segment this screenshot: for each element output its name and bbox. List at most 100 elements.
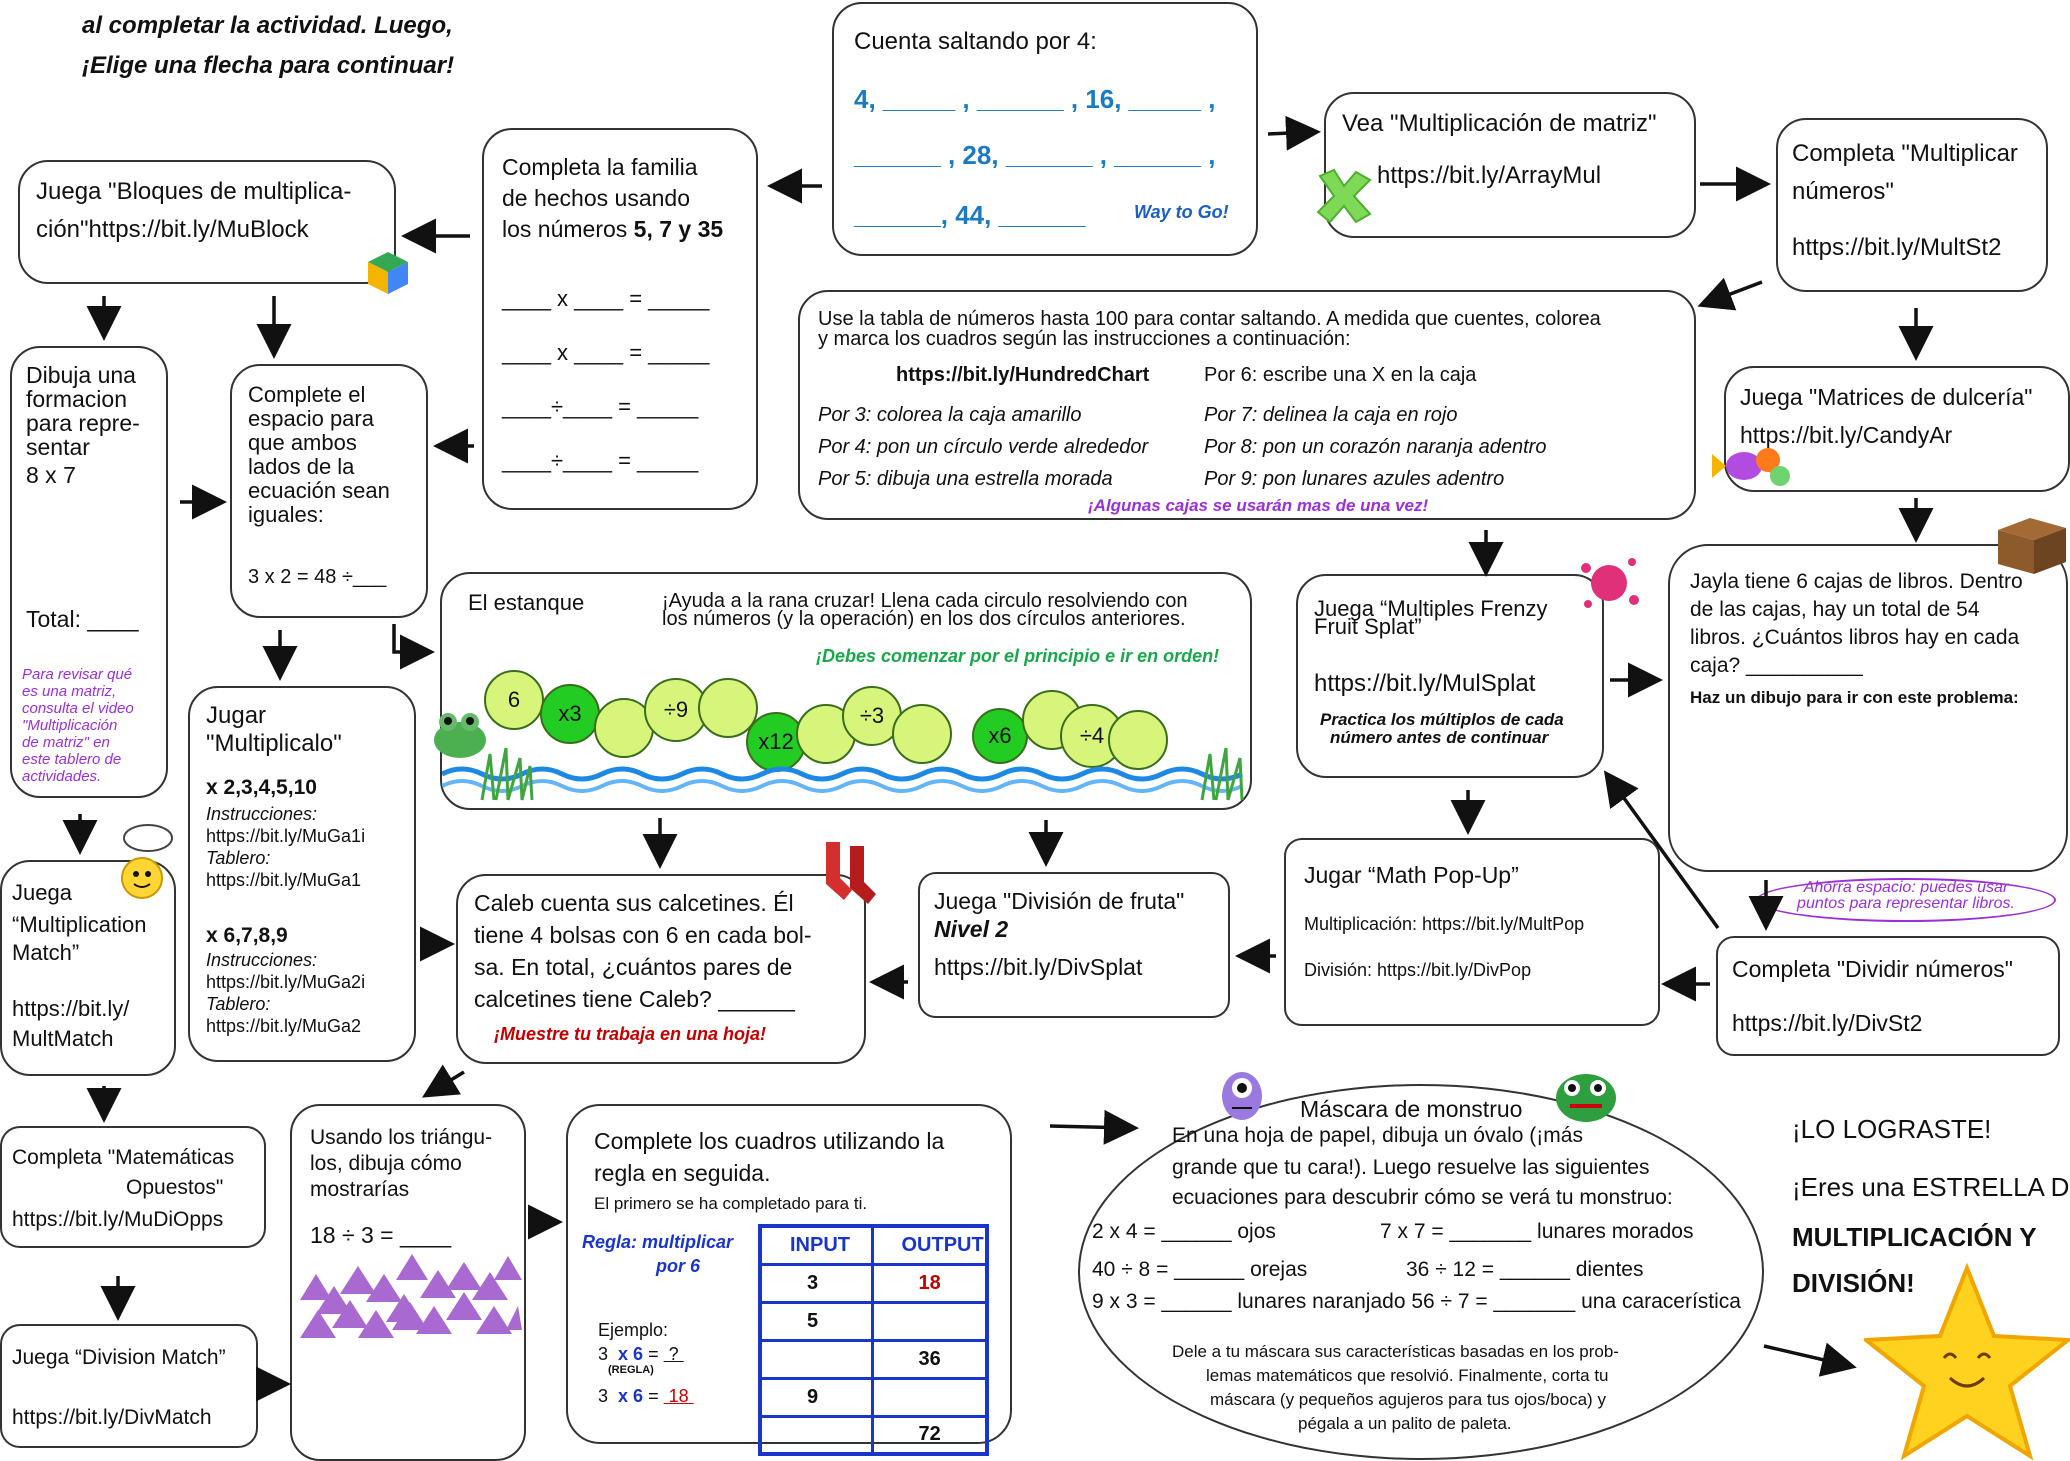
hundred-by-9: Por 9: pon lunares azules adentro — [1204, 468, 1505, 490]
fruit-division-link[interactable]: https://bit.ly/DivSplat — [934, 954, 1143, 980]
opposites-link[interactable]: https://bit.ly/MuDiOpps — [12, 1208, 224, 1231]
pond-instruction-1: ¡Ayuda a la rana cruzar! Llena cada circ… — [662, 590, 1188, 612]
multiplicalo-board-link-2[interactable]: https://bit.ly/MuGa2 — [206, 1016, 362, 1036]
multiplicalo-instructions-label: Instrucciones: — [206, 950, 318, 970]
frenzy-note-1: Practica los múltiplos de cada — [1320, 710, 1564, 729]
multiply-numbers-card: Completa "Multiplicar números" https://b… — [1776, 118, 2048, 292]
fact-family-eq-4: ____÷____ = _____ — [502, 448, 699, 473]
pond-circle-2: x3 — [540, 684, 600, 744]
candy-link[interactable]: https://bit.ly/CandyAr — [1740, 422, 1953, 448]
rule-regla-label: (REGLA) — [608, 1364, 654, 1376]
frog-icon — [434, 713, 486, 758]
div-match-link[interactable]: https://bit.ly/DivMatch — [12, 1406, 212, 1429]
io-cell: 5 — [758, 1300, 874, 1342]
array-video-title: Vea "Multiplicación de matriz" — [1342, 110, 1657, 137]
equation-expression: 3 x 2 = 48 ÷___ — [248, 566, 387, 588]
monster-p3: máscara (y pequeños agujeros para tus oj… — [1210, 1390, 1606, 1409]
multiplicalo-instructions-link-1[interactable]: https://bit.ly/MuGa1i — [206, 826, 366, 846]
water-waves — [442, 766, 1244, 793]
rule-l3: El primero se ha completado para ti. — [594, 1194, 868, 1213]
box-icon — [1998, 518, 2066, 574]
pond-circle-6: x6 — [972, 708, 1028, 764]
multiplicalo-board-label: Tablero: — [206, 994, 271, 1014]
multiplicalo-l1: Jugar — [206, 702, 267, 729]
equation-l2: espacio para — [248, 406, 374, 431]
triangles-l1: Usando los triángu- — [310, 1126, 493, 1149]
opposites-l1: Completa "Matemáticas — [12, 1146, 235, 1169]
hundred-link[interactable]: https://bit.ly/HundredChart — [896, 364, 1150, 386]
io-cell — [758, 1338, 874, 1380]
io-header-output: OUTPUT — [870, 1224, 989, 1266]
mult-match-l1: Juega — [12, 880, 72, 905]
jayla-l4: caja? __________ — [1690, 654, 1863, 677]
fact-family-line-1: Completa la familia — [502, 154, 698, 180]
socks-l2: tiene 4 bolsas con 6 en cada bol- — [474, 922, 812, 948]
triangles-equation: 18 ÷ 3 = ____ — [310, 1222, 452, 1248]
rule-example-label: Ejemplo: — [598, 1320, 669, 1340]
multiply-numbers-line-1: Completa "Multiplicar — [1792, 140, 2018, 167]
io-cell — [870, 1300, 989, 1342]
io-cell — [758, 1414, 874, 1456]
multiplicalo-board-link-1[interactable]: https://bit.ly/MuGa1 — [206, 870, 362, 890]
paint-splat-icon — [1581, 558, 1639, 608]
draw-array-total: Total: ____ — [26, 606, 139, 632]
mult-match-link-2[interactable]: MultMatch — [12, 1026, 114, 1051]
hundred-by-5: Por 5: dibuja una estrella morada — [818, 468, 1113, 490]
array-video-card: Vea "Multiplicación de matriz" https://b… — [1316, 92, 1696, 238]
frenzy-card: Juega “Multiples Frenzy Fruit Splat” htt… — [1296, 558, 1639, 778]
multiplicalo-board-label: Tablero: — [206, 848, 271, 868]
rule-label-1: Regla: multiplicar — [582, 1232, 734, 1252]
socks-l3: sa. En total, ¿cuántos pares de — [474, 954, 793, 980]
io-cell — [870, 1376, 989, 1418]
smiling-star-icon — [1864, 1262, 2070, 1460]
hundred-note: ¡Algunas cajas se usarán mas de una vez! — [1088, 496, 1429, 515]
candy-title: Juega "Matrices de dulcería" — [1740, 384, 2033, 410]
divide-numbers-link[interactable]: https://bit.ly/DivSt2 — [1732, 1010, 1923, 1036]
monster-title: Máscara de monstruo — [1300, 1096, 1523, 1122]
io-cell: 9 — [758, 1376, 874, 1418]
divide-numbers-card: Completa "Dividir números" https://bit.l… — [1716, 936, 2060, 1056]
blocks-card: Juega "Bloques de multiplica- ción"https… — [18, 160, 408, 294]
monster-p4: pégala a un palito de paleta. — [1298, 1414, 1512, 1433]
io-cell: 3 — [758, 1262, 874, 1304]
popup-title: Jugar “Math Pop-Up” — [1304, 862, 1519, 888]
draw-array-l2: formacion — [26, 386, 127, 412]
mult-match-link-1[interactable]: https://bit.ly/ — [12, 996, 130, 1021]
rule-l1: Complete los cuadros utilizando la — [594, 1128, 945, 1154]
popup-div-link[interactable]: División: https://bit.ly/DivPop — [1304, 960, 1532, 980]
grass-icon — [1200, 747, 1244, 801]
monster-eq-5: 9 x 3 = ______ lunares naranjado 56 ÷ 7 … — [1092, 1290, 1741, 1313]
blocks-link[interactable]: ción"https://bit.ly/MuBlock — [36, 216, 309, 243]
multiply-numbers-link[interactable]: https://bit.ly/MultSt2 — [1792, 234, 2002, 261]
skip-count-title: Cuenta saltando por 4: — [854, 28, 1097, 55]
intro-line-1: al completar la actividad. Luego, — [82, 12, 453, 39]
multiplicalo-set-1: x 2,3,4,5,10 — [206, 776, 317, 799]
hundred-by-6: Por 6: escribe una X en la caja — [1204, 364, 1477, 386]
finish-l1: ¡LO LOGRASTE! — [1792, 1114, 1992, 1144]
popup-mult-link[interactable]: Multiplicación: https://bit.ly/MultPop — [1304, 914, 1585, 934]
pond-circle-3: ÷9 — [644, 678, 708, 742]
socks-card: Caleb cuenta sus calcetines. Él tiene 4 … — [456, 842, 876, 1064]
hundred-chart-card: Use la tabla de números hasta 100 para c… — [798, 290, 1696, 520]
green-monster-icon — [1556, 1074, 1616, 1122]
frenzy-link[interactable]: https://bit.ly/MulSplat — [1314, 670, 1536, 697]
monster-eq-3: 40 ÷ 8 = ______ orejas — [1092, 1258, 1308, 1281]
opposites-l2: Opuestos" — [126, 1176, 224, 1199]
frenzy-line-1: Juega “Multiples Frenzy — [1314, 596, 1548, 621]
blocks-line-1: Juega "Bloques de multiplica- — [36, 178, 352, 205]
multiplicalo-l2: "Multiplicalo" — [206, 730, 342, 757]
jayla-l1: Jayla tiene 6 cajas de libros. Dentro — [1690, 570, 2023, 593]
array-video-link[interactable]: https://bit.ly/ArrayMul — [1377, 162, 1602, 189]
hundred-by-3: Por 3: colorea la caja amarillo — [818, 404, 1082, 426]
multiplicalo-instructions-link-2[interactable]: https://bit.ly/MuGa2i — [206, 972, 366, 992]
finish-l4: DIVISIÓN! — [1792, 1268, 1915, 1298]
equation-l5: ecuación sean — [248, 478, 390, 503]
draw-array-l4: sentar — [26, 434, 90, 460]
jayla-card: Jayla tiene 6 cajas de libros. Dentro de… — [1668, 518, 2068, 872]
hundred-by-8: Por 8: pon un corazón naranja adentro — [1204, 436, 1547, 458]
triangles-l2: los, dibuja cómo — [310, 1152, 462, 1175]
draw-array-card: Dibuja una formacion para repre- sentar … — [10, 346, 168, 798]
finish-l3: MULTIPLICACIÓN Y — [1792, 1222, 2037, 1252]
monster-l1: En una hoja de papel, dibuja un óvalo (¡… — [1172, 1124, 1583, 1147]
